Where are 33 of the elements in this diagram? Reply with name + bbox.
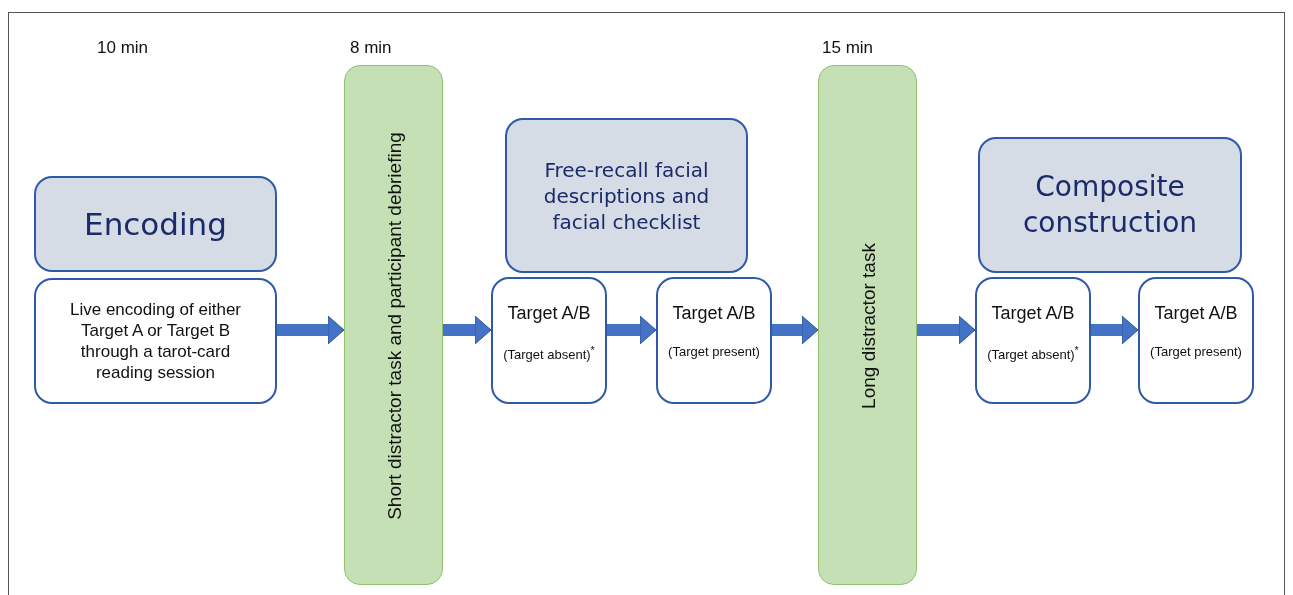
target-box	[975, 277, 1091, 404]
target-label: Target A/B	[1154, 303, 1238, 324]
task-label: Long distractor task	[857, 242, 880, 411]
target-box	[656, 277, 772, 404]
target-label: Target A/B	[672, 303, 756, 324]
target-label: Target A/B	[991, 303, 1075, 324]
target-box	[491, 277, 607, 404]
task-bar	[818, 65, 917, 585]
condition-note: (Target absent)$^{*}$	[503, 344, 595, 363]
task-bar	[344, 65, 443, 585]
stage-title: Composite construction	[1021, 169, 1199, 241]
target-box	[1138, 277, 1254, 404]
process-box	[34, 278, 277, 404]
stage-title: Free-recall facial descriptions and facial checklist	[542, 156, 711, 235]
condition-note: (Target present)	[668, 344, 760, 359]
arrow	[607, 315, 657, 345]
stage-heading-box	[34, 176, 277, 272]
arrow	[443, 315, 492, 345]
stage-heading-box	[505, 118, 748, 273]
stage-heading-box	[978, 137, 1242, 273]
arrow	[1091, 315, 1139, 345]
arrow	[917, 315, 976, 345]
arrow	[772, 315, 819, 345]
task-label: Short distractor task and participant debriefing	[383, 131, 406, 522]
arrow	[277, 315, 345, 345]
duration-label: 15 min	[822, 38, 874, 58]
description-text: Live encoding of either Target A or Target B through a tarot-card reading session	[68, 299, 243, 383]
target-label: Target A/B	[507, 303, 591, 324]
condition-note: (Target absent)$^{*}$	[987, 344, 1079, 363]
condition-note: (Target present)	[1150, 344, 1242, 359]
stage-title: Encoding	[83, 205, 228, 244]
duration-label: 10 min	[97, 38, 149, 58]
duration-label: 8 min	[350, 38, 392, 58]
